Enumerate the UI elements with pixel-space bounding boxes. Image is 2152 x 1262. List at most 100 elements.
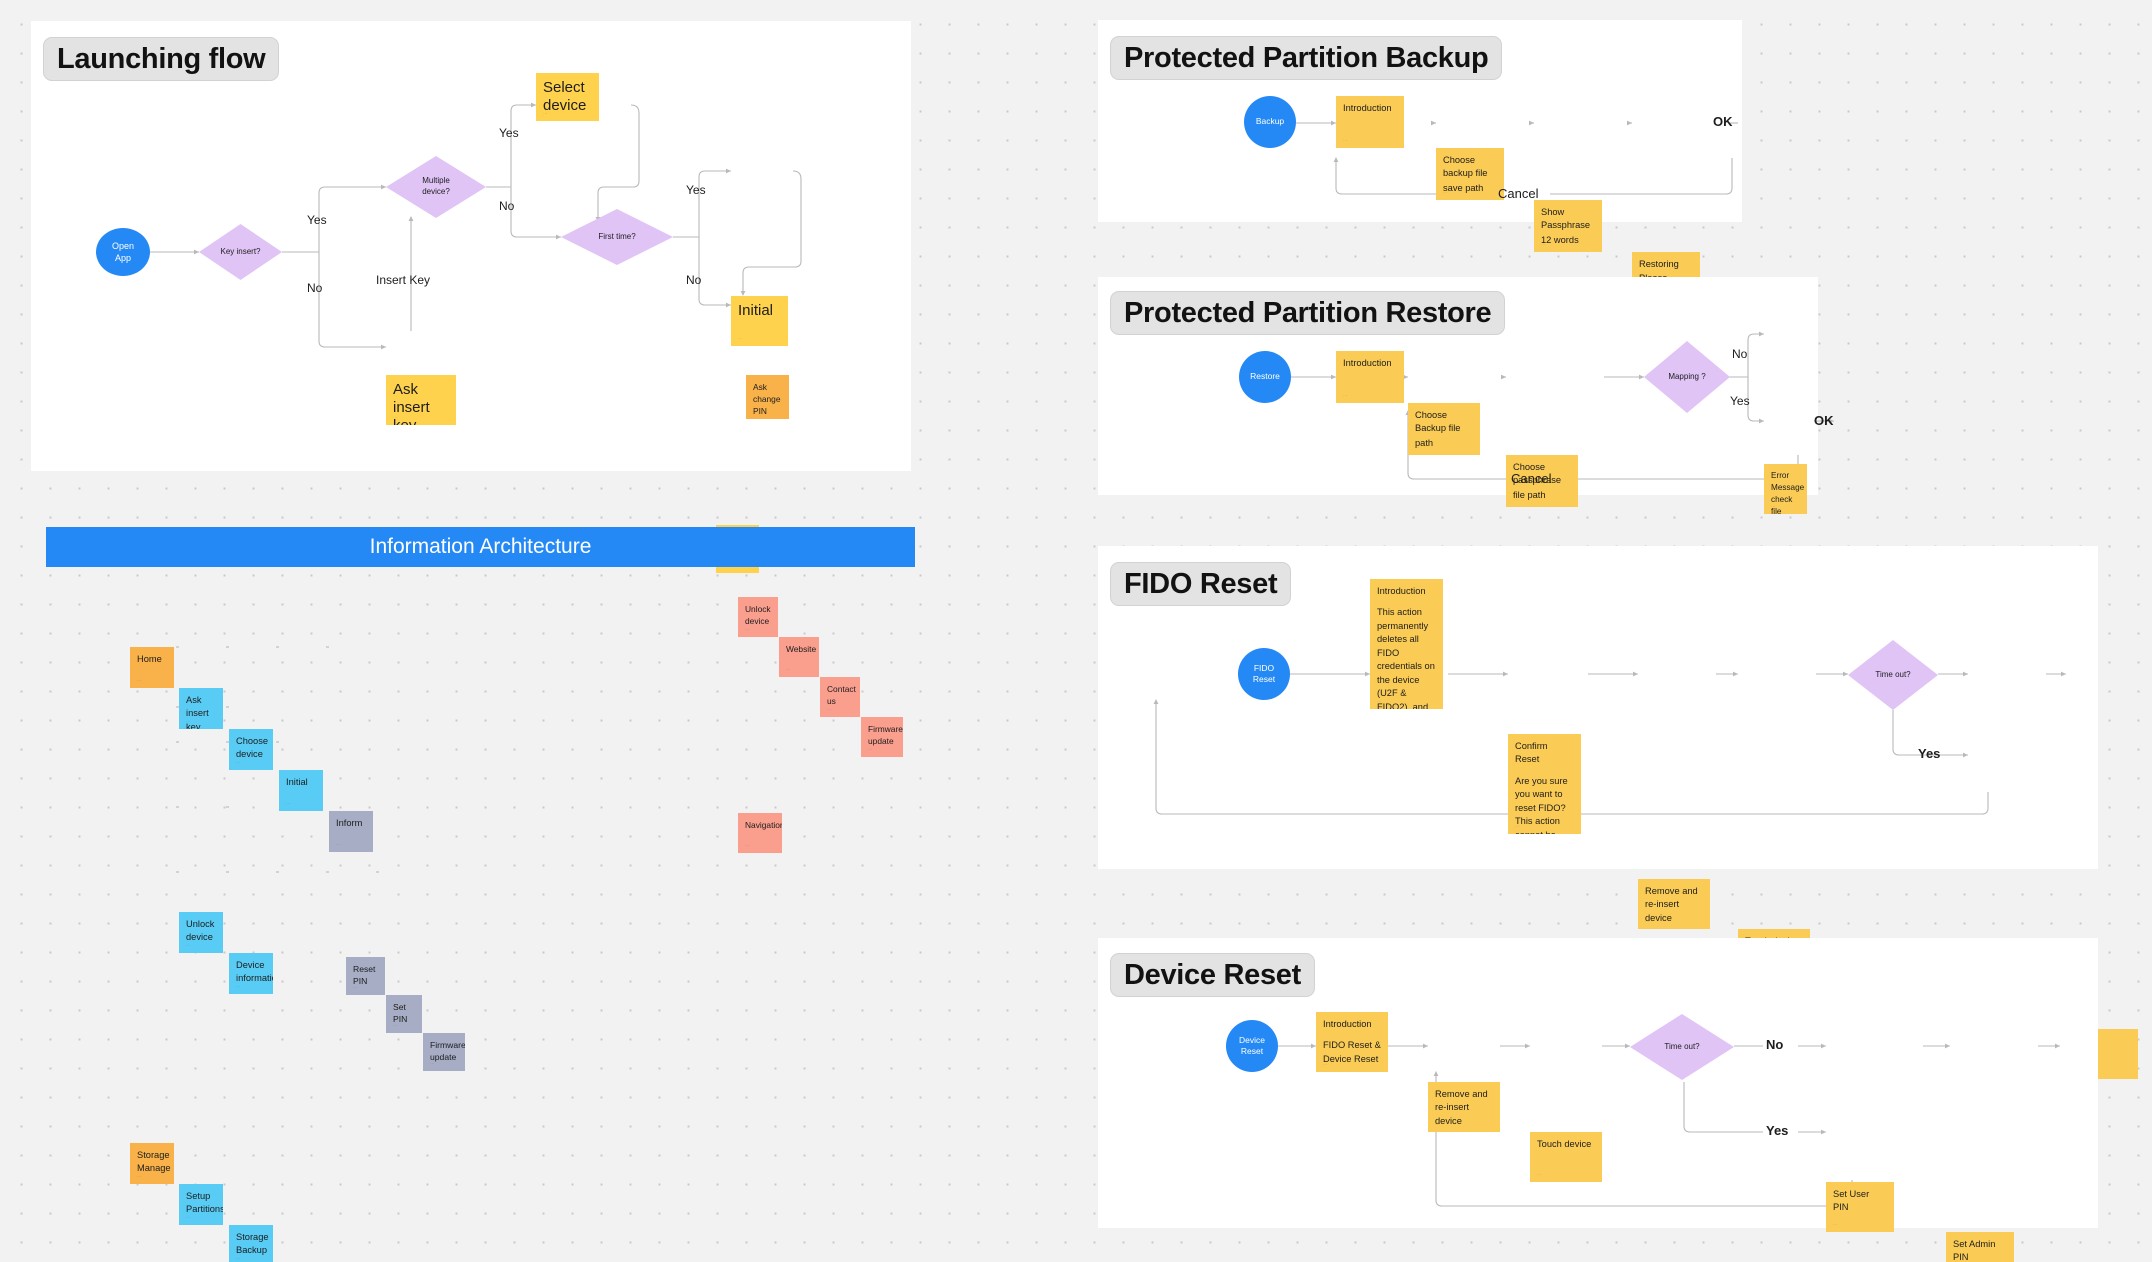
restore-error-line3: check file [1771, 494, 1793, 514]
select-device-label: Select device [543, 79, 587, 114]
ia-node-inform[interactable]: Inform ··· [329, 811, 373, 852]
contact-us-label: Contact us [827, 684, 856, 707]
fido-reset-start-line2: Reset [1252, 674, 1276, 684]
ia-firmware-update-label: Firmware update [430, 1040, 465, 1063]
ia-wires [176, 646, 379, 873]
backup-step-passphrase[interactable]: Show Passphrase 12 words ··· [1534, 200, 1602, 252]
device-reset-set-admin-pin-card[interactable]: Set Admin PIN ··· [1946, 1232, 2014, 1262]
ia-node-reset-pin[interactable]: Reset PIN ··· [346, 957, 385, 995]
ia-node-home[interactable]: Home ··· [130, 647, 174, 688]
card-tag: ··· [1377, 699, 1382, 705]
restore-error-card[interactable]: Error Message check file ··· [1764, 464, 1807, 514]
card-tag: ··· [236, 760, 241, 766]
restore-step-title: Choose passphrase [1513, 462, 1562, 486]
device-reset-edge-label-no: No [1766, 1037, 1784, 1052]
ia-node-choose-device[interactable]: Choose device ··· [229, 729, 273, 770]
fido-reset-wires [1153, 671, 2066, 815]
node-first-time[interactable]: First time? [561, 209, 673, 265]
backup-step-choose-path[interactable]: Choose backup file save path ··· [1436, 148, 1504, 200]
device-reset-touch-device-card[interactable]: Touch device ··· [1530, 1132, 1602, 1182]
card-firmware-update[interactable]: Firmware update ··· [861, 717, 903, 757]
card-contact-us[interactable]: Contact us ··· [820, 677, 860, 717]
card-tag: ··· [1323, 1062, 1328, 1068]
device-reset-intro-body: FIDO Reset & Device Reset [1323, 1040, 1381, 1064]
card-tag: ··· [186, 943, 191, 949]
edge-label-yes-first: Yes [686, 183, 706, 197]
backup-start-node[interactable]: Backup [1244, 96, 1296, 148]
restore-step-passphrase-path[interactable]: Choose passphrase file path ··· [1506, 455, 1578, 507]
card-select-device[interactable]: Select device ··· [536, 73, 599, 121]
backup-step-body: 12 words [1541, 234, 1579, 245]
backup-step-title: Introduction [1343, 103, 1392, 113]
card-tag: ··· [1343, 393, 1348, 399]
fido-reset-timeout-decision[interactable]: Time out? [1848, 640, 1938, 710]
card-tag: ··· [745, 843, 750, 849]
first-time-label: First time? [598, 231, 636, 241]
ia-node-storage-backup[interactable]: Storage Backup ··· [229, 1225, 273, 1262]
restore-decision-mapping[interactable]: Mapping ? [1644, 341, 1730, 413]
fido-reset-intro-title: Introduction [1377, 586, 1426, 596]
edge-label-no-key: No [307, 281, 323, 295]
ia-initial-label: Initial [286, 777, 308, 787]
ia-node-device-information[interactable]: Device information ··· [229, 953, 273, 994]
ia-node-set-pin[interactable]: Set PIN ··· [386, 995, 422, 1033]
navigation-label: Navigation [745, 820, 782, 830]
device-reset-set-user-pin-card[interactable]: Set User PIN ··· [1826, 1182, 1894, 1232]
fido-reset-confirm-card[interactable]: Confirm Reset Are you sure you want to r… [1508, 734, 1581, 834]
fido-reset-introduction-card[interactable]: Introduction This action permanently del… [1370, 579, 1443, 709]
ia-node-setup-partitions[interactable]: Setup Partitions ··· [179, 1184, 223, 1225]
backup-wires [1296, 120, 1738, 195]
card-unlock-device[interactable]: Unlock device ··· [738, 597, 778, 637]
edge-label-no-first: No [686, 273, 702, 287]
device-reset-timeout-decision[interactable]: Time out? [1630, 1014, 1734, 1080]
ia-device-information-label: Device information [236, 960, 273, 984]
restore-edge-label-ok: OK [1814, 413, 1834, 428]
launching-flow-title: Launching flow [43, 37, 280, 81]
backup-edge-label-ok: OK [1713, 114, 1733, 129]
backup-start-label: Backup [1255, 116, 1285, 127]
fido-reset-start-node[interactable]: FIDO Reset [1238, 648, 1290, 700]
device-reset-title: Device Reset [1110, 953, 1315, 997]
ia-node-unlock-device[interactable]: Unlock device ··· [179, 912, 223, 953]
ia-node-initial[interactable]: Initial ··· [279, 770, 323, 811]
card-tag: ··· [738, 336, 743, 342]
device-reset-set-user-pin-label: Set User PIN [1833, 1189, 1870, 1213]
ia-node-firmware-update[interactable]: Firmware update ··· [423, 1033, 465, 1071]
restore-start-label: Restore [1250, 371, 1280, 382]
ia-ask-insert-key-label: Ask insert key [186, 695, 209, 729]
information-architecture-board: Home ··· Ask insert key ··· Choose devic… [46, 567, 915, 1262]
fido-reset-intro-body: This action permanently deletes all FIDO… [1377, 607, 1435, 709]
ia-node-storage-manage[interactable]: Storage Manage ··· [130, 1143, 174, 1184]
restore-edge-label-yes: Yes [1730, 394, 1750, 408]
device-reset-start-node[interactable]: Device Reset [1226, 1020, 1278, 1072]
card-ask-insert-key[interactable]: Ask insert key ··· [386, 375, 456, 425]
restore-start-node[interactable]: Restore [1239, 351, 1291, 403]
card-ask-change-pin[interactable]: Ask change PIN ··· [746, 375, 789, 419]
ia-node-ask-insert-key[interactable]: Ask insert key ··· [179, 688, 223, 729]
device-reset-remove-reinsert-label: Remove and re-insert device [1435, 1089, 1488, 1126]
ia-reset-pin-label: Reset PIN [353, 964, 376, 987]
node-open-app[interactable]: Open App [96, 228, 150, 276]
restore-step-backup-path[interactable]: Choose Backup file path ··· [1408, 403, 1480, 455]
card-tag: ··· [393, 415, 398, 421]
restore-edge-label-no: No [1732, 347, 1748, 361]
unlock-device-label: Unlock device [745, 604, 771, 627]
fido-reset-remove-reinsert-card[interactable]: Remove and re-insert device ··· [1638, 879, 1710, 929]
card-website[interactable]: Website ··· [779, 637, 819, 677]
ia-setup-partitions-label: Setup Partitions [186, 1191, 223, 1215]
device-reset-remove-reinsert-card[interactable]: Remove and re-insert device ··· [1428, 1082, 1500, 1132]
card-tag: ··· [1515, 824, 1520, 830]
restore-step-introduction[interactable]: Introduction ··· [1336, 351, 1404, 403]
restore-edge-label-cancel: Cancel [1511, 471, 1552, 486]
card-tag: ··· [1541, 242, 1546, 248]
card-tag: ··· [786, 667, 791, 673]
card-navigation[interactable]: Navigation ··· [738, 813, 782, 853]
backup-step-body: save path [1443, 182, 1484, 193]
backup-step-introduction[interactable]: Introduction ··· [1336, 96, 1404, 148]
card-initial[interactable]: Initial ··· [731, 296, 788, 346]
node-multiple-device[interactable]: Multiple device? [386, 156, 486, 218]
card-tag: ··· [1513, 497, 1518, 503]
card-tag: ··· [1645, 919, 1650, 925]
device-reset-introduction-card[interactable]: Introduction FIDO Reset & Device Reset ·… [1316, 1012, 1388, 1072]
node-key-insert[interactable]: Key insert? [199, 224, 282, 280]
